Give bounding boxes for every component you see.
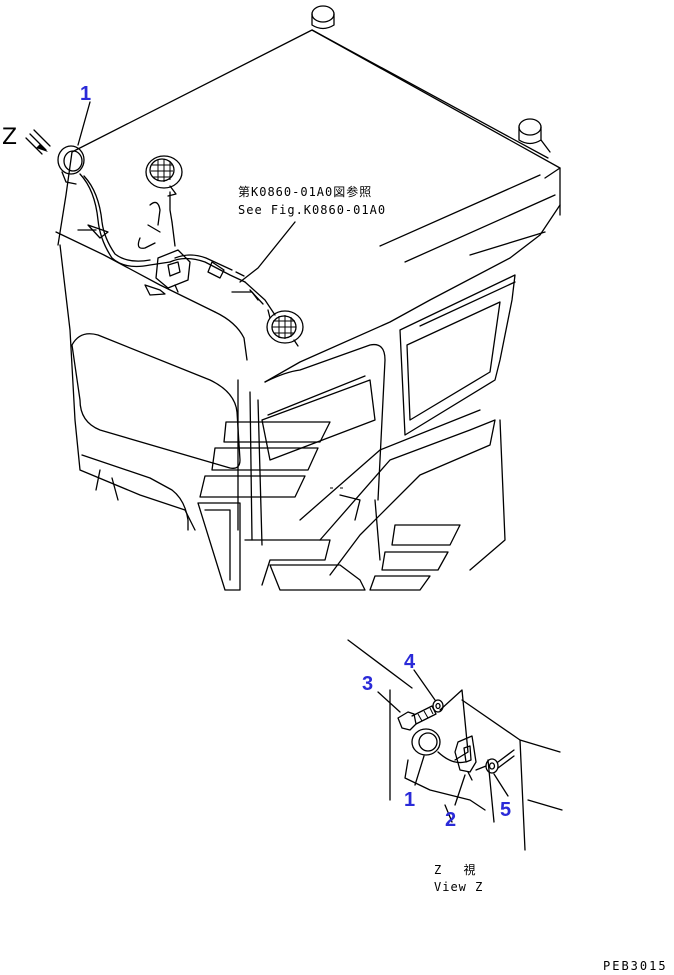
reference-en: See Fig.K0860-01A0 bbox=[238, 203, 386, 217]
callout-3-leader bbox=[377, 691, 401, 713]
drawing-code: PEB3015 bbox=[603, 959, 668, 973]
callout-2-leader bbox=[454, 774, 466, 806]
callout-1-leader bbox=[77, 101, 91, 146]
callout-5: 5 bbox=[500, 799, 511, 821]
detail-lamp bbox=[411, 728, 466, 764]
callout-1b-leader bbox=[414, 755, 425, 786]
callout-2: 2 bbox=[445, 809, 456, 831]
view-arrow-label: Z bbox=[2, 125, 17, 150]
washer bbox=[432, 699, 444, 713]
callout-1: 1 bbox=[80, 83, 91, 105]
view-direction-arrow bbox=[25, 129, 51, 155]
callout-1-detail: 1 bbox=[404, 789, 415, 811]
callout-4-leader bbox=[413, 669, 436, 701]
reference-jp: 第K0860-01A0図参照 bbox=[238, 184, 372, 199]
cab-outline bbox=[55, 29, 561, 571]
front-grille bbox=[197, 409, 496, 591]
grommet bbox=[475, 749, 515, 774]
detail-view: 4 3 1 2 5 Z 視 View Z bbox=[347, 639, 563, 894]
bracket bbox=[454, 735, 477, 781]
work-lamp-top bbox=[145, 155, 183, 197]
bolt bbox=[397, 705, 437, 731]
callout-4: 4 bbox=[404, 651, 416, 673]
view-caption-en: View Z bbox=[434, 880, 483, 894]
view-caption-jp: Z 視 bbox=[434, 862, 476, 877]
work-lamp-left bbox=[57, 145, 85, 185]
callout-3: 3 bbox=[362, 673, 373, 695]
roof-bulb-right bbox=[518, 118, 551, 153]
roof-bulb-left bbox=[311, 5, 335, 30]
reference-leader bbox=[239, 221, 296, 283]
callout-5-leader bbox=[493, 773, 509, 797]
wire-harness bbox=[77, 173, 276, 316]
work-lamp-right bbox=[266, 309, 304, 347]
